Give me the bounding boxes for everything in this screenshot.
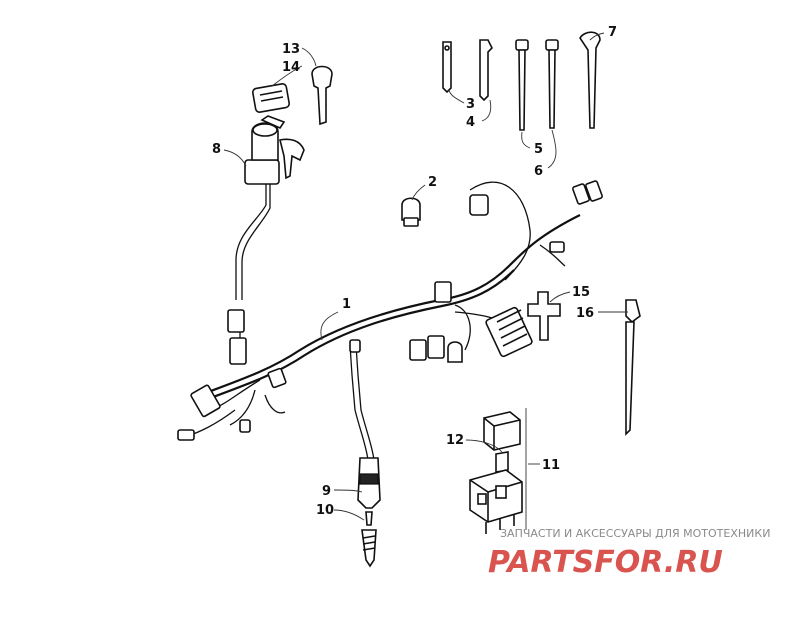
- callout-10: 10: [316, 503, 334, 518]
- callout-9: 9: [322, 484, 331, 499]
- callout-16: 16: [576, 306, 594, 321]
- watermark-text: ЗАПЧАСТИ И АКСЕССУАРЫ ДЛЯ МОТОТЕХНИКИ: [500, 527, 770, 540]
- part-16-long-tie: [625, 299, 641, 436]
- part-11-12-relay: [469, 408, 527, 534]
- callout-11: 11: [542, 458, 560, 473]
- callout-4: 4: [466, 115, 475, 130]
- part-9-10-plug: [357, 457, 381, 568]
- part-15-bracket: [527, 291, 561, 341]
- watermark: ЗАПЧАСТИ И АКСЕССУАРЫ ДЛЯ МОТОТЕХНИКИ PA…: [488, 527, 770, 580]
- part-8-ignition-switch: [244, 115, 305, 185]
- callout-14: 14: [282, 60, 300, 75]
- part-13-14-keys: [252, 65, 333, 126]
- callout-labels: 1 2 3 4 5 6 7 8 9 10 11 12 13 14 15 16: [212, 25, 617, 518]
- callout-6: 6: [534, 164, 543, 179]
- leader-lines: [223, 32, 628, 521]
- part-7-tie-clip: [579, 31, 601, 129]
- part-5-6-cable-ties: [515, 39, 559, 131]
- callout-12: 12: [446, 433, 464, 448]
- part-3-4-brackets: [442, 39, 493, 102]
- main-harness: [184, 180, 581, 461]
- callout-8: 8: [212, 142, 221, 157]
- callout-7: 7: [608, 25, 617, 40]
- callout-15: 15: [572, 285, 590, 300]
- part-2-connector: [401, 197, 421, 227]
- callout-1: 1: [342, 297, 351, 312]
- callout-13: 13: [282, 42, 300, 57]
- callout-3: 3: [466, 97, 475, 112]
- callout-2: 2: [428, 175, 437, 190]
- callout-5: 5: [534, 142, 543, 157]
- harness-connectors: [177, 180, 603, 441]
- watermark-logo: PARTSFOR.RU: [488, 545, 723, 580]
